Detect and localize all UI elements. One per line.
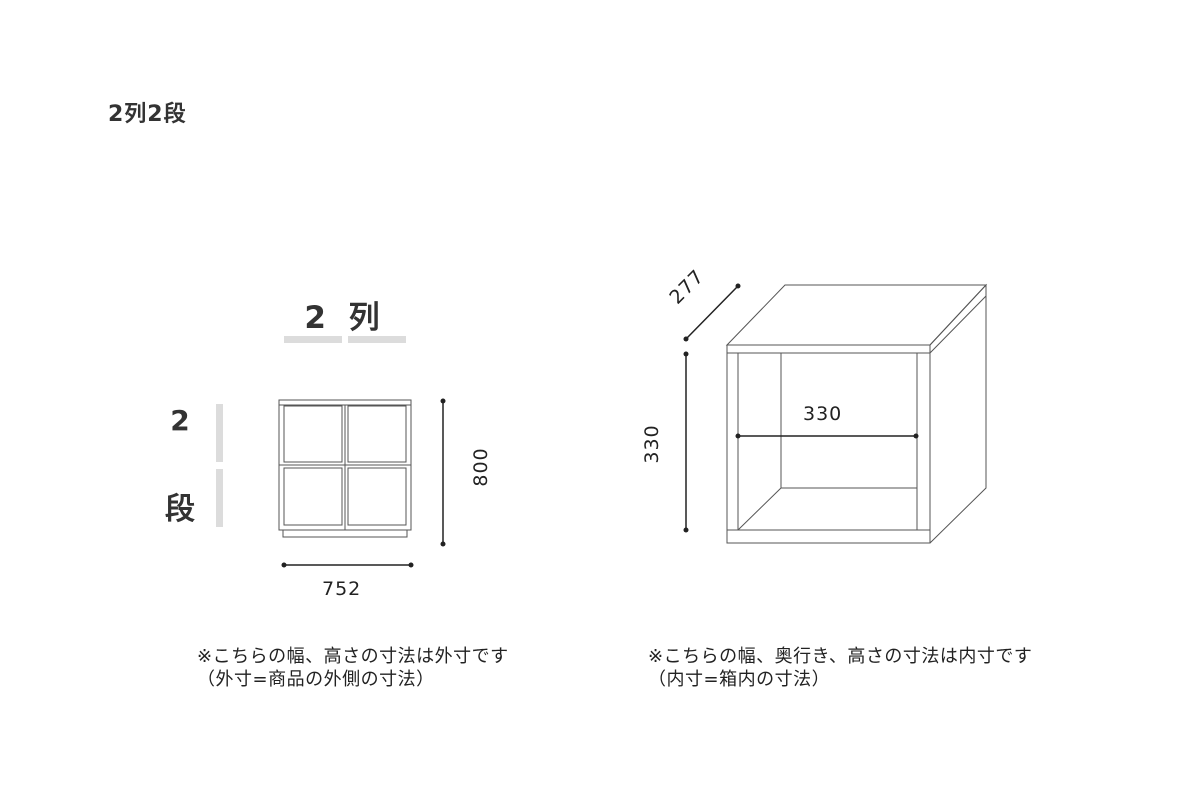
note-outer-line-2: （外寸=商品の外側の寸法） — [197, 669, 435, 690]
column-bar-1 — [284, 336, 342, 343]
depth-dimension-line — [683, 283, 741, 342]
shelf-front-view — [278, 399, 412, 538]
row-bar-1 — [216, 404, 223, 462]
height-dimension-line — [440, 398, 446, 547]
inner-width-label: 330 — [803, 403, 843, 425]
inner-height-dimension-line — [683, 351, 689, 533]
row-bar-2 — [216, 469, 223, 527]
note-inner-dimensions: ※こちらの幅、奥行き、高さの寸法は内寸です （内寸=箱内の寸法） — [648, 645, 1032, 691]
cube-perspective-view — [725, 283, 988, 544]
columns-label: 2 列 — [304, 300, 386, 336]
note-inner-line-1: ※こちらの幅、奥行き、高さの寸法は内寸です — [648, 646, 1033, 667]
column-bar-2 — [348, 336, 406, 343]
inner-width-dimension-line — [735, 433, 919, 439]
note-outer-dimensions: ※こちらの幅、高さの寸法は外寸です （外寸=商品の外側の寸法） — [197, 645, 509, 691]
height-label: 800 — [470, 447, 492, 487]
page-title: 2列2段 — [108, 102, 187, 127]
width-label: 752 — [322, 578, 362, 600]
note-inner-line-2: （内寸=箱内の寸法） — [648, 669, 831, 690]
width-dimension-line — [281, 562, 414, 568]
rows-unit: 段 — [165, 492, 195, 527]
inner-height-label: 330 — [641, 424, 663, 464]
note-outer-line-1: ※こちらの幅、高さの寸法は外寸です — [197, 646, 509, 667]
rows-number: 2 — [170, 404, 190, 437]
